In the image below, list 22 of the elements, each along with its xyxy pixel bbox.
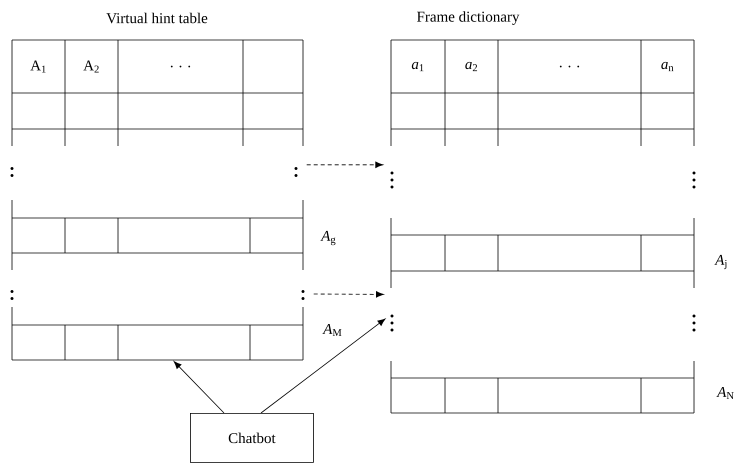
row-label: A$_{M}$ [322, 324, 342, 336]
ellipsis-dots [390, 172, 394, 188]
ellipsis-dots [294, 167, 298, 177]
row-label: A$_{g}$ [320, 230, 336, 246]
cell-label: A$_{1}$ [30, 60, 46, 73]
ellipsis-dots [302, 290, 304, 300]
cell-label: . . . [560, 66, 580, 68]
table-heading: Frame dictionary [417, 11, 520, 25]
table-heading: Virtual hint table [106, 12, 208, 24]
ellipsis-dots [390, 314, 394, 332]
cell-label: A$_{2}$ [83, 60, 99, 73]
cell-label: a$_{1}$ [412, 62, 424, 72]
arrow [306, 162, 384, 168]
arrow [313, 291, 384, 298]
row-label: A$_{j}$ [714, 254, 726, 270]
cell-label: . . . [170, 66, 190, 68]
arrow [260, 318, 386, 414]
process-box: Chatbot [190, 413, 314, 463]
row-label: A$_{N}$ [716, 386, 734, 400]
cell-label: a$_{2}$ [465, 62, 478, 72]
arrow [174, 361, 224, 414]
cell-label: a$_{n}$ [661, 62, 674, 72]
